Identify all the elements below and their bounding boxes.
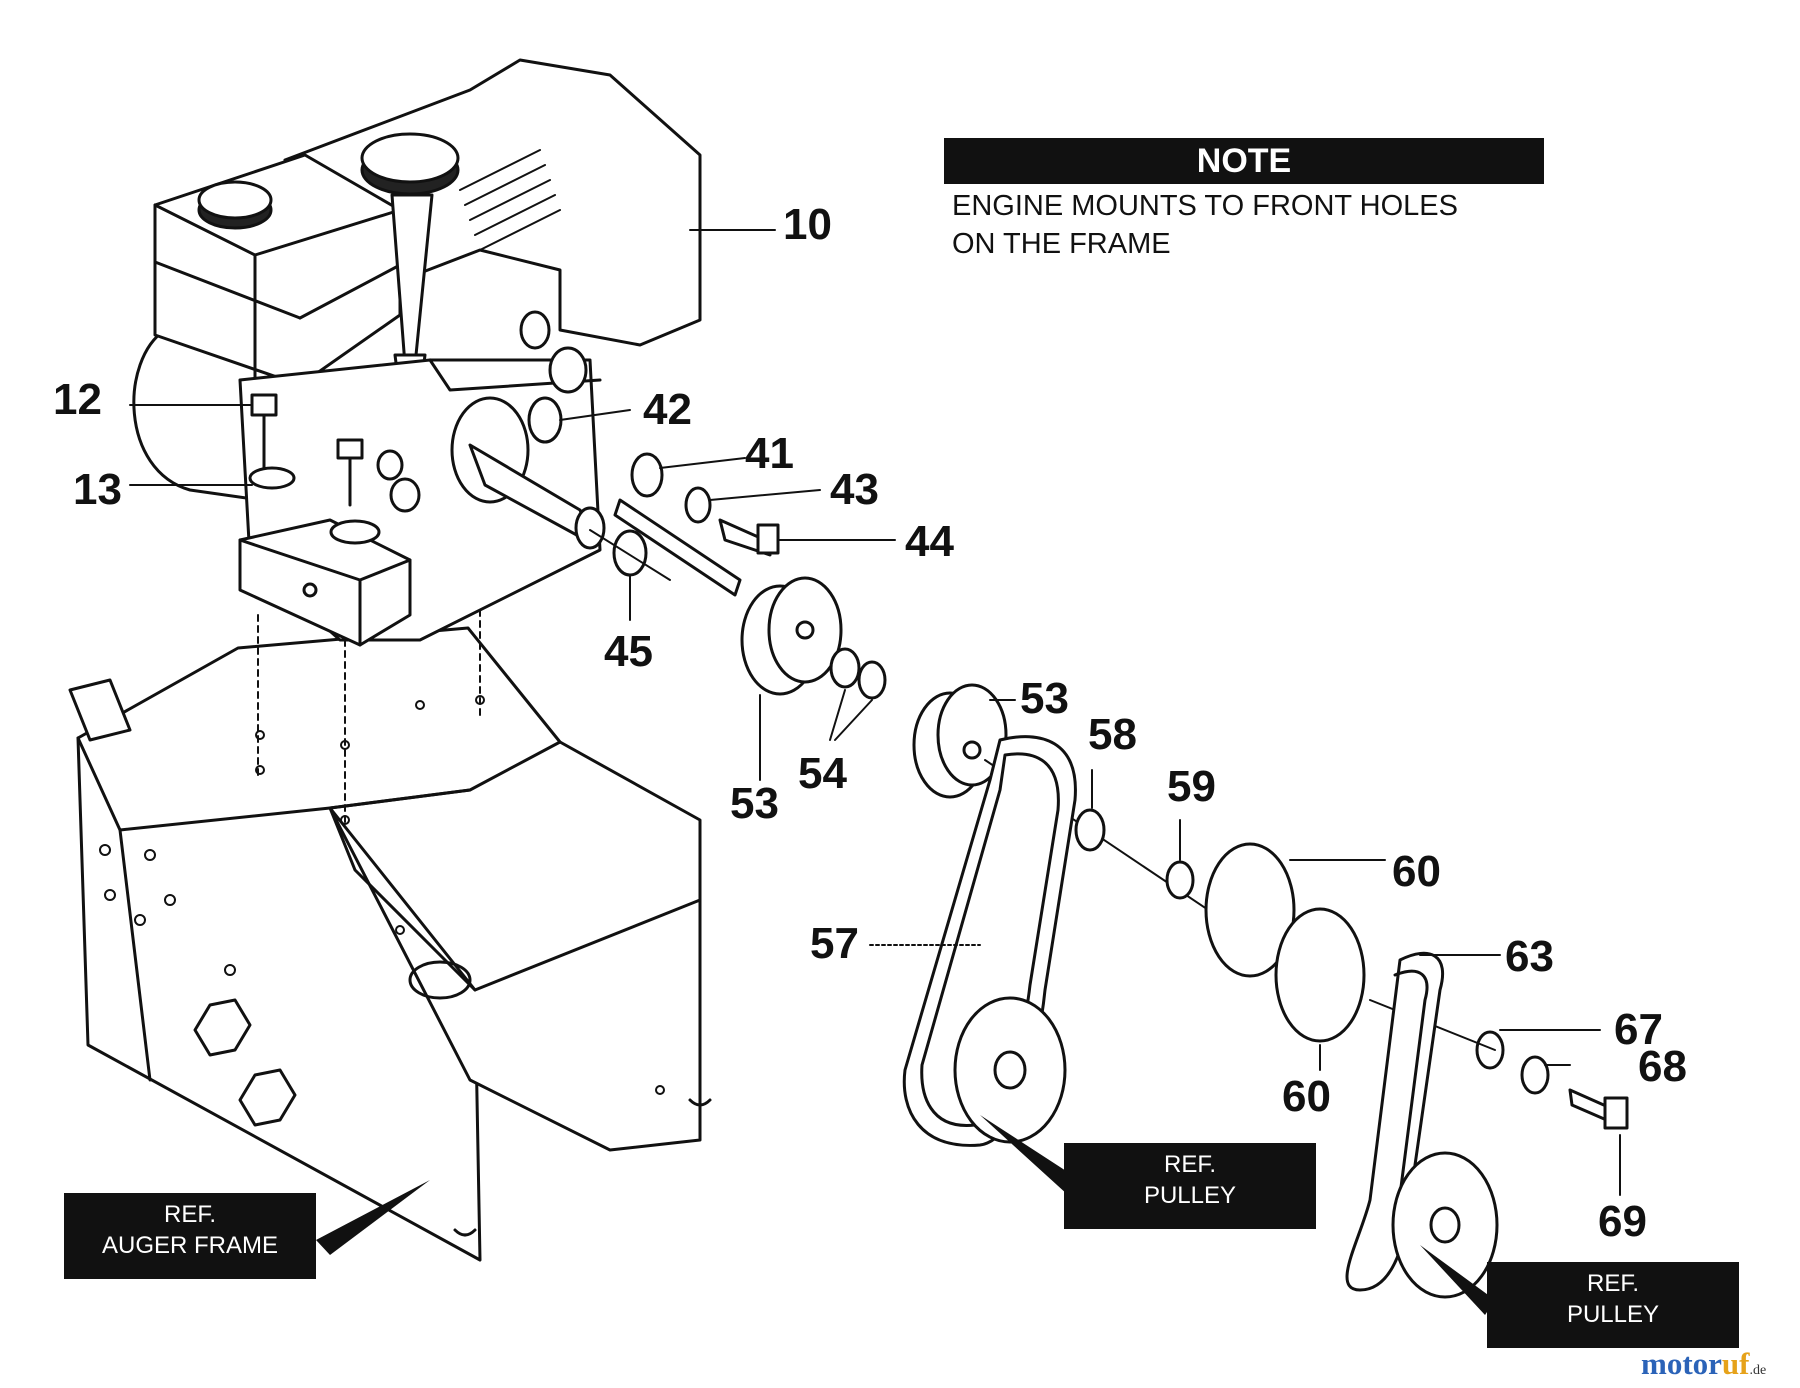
engine — [132, 58, 702, 647]
part-label-69: 69 — [1598, 1197, 1647, 1246]
auger-frame-pointer — [316, 1180, 430, 1255]
part-label-58: 58 — [1088, 710, 1137, 759]
part-label-63: 63 — [1505, 932, 1554, 981]
part-label-60-top: 60 — [1392, 847, 1441, 896]
hardware — [248, 393, 1629, 1130]
part-label-13: 13 — [73, 465, 122, 514]
part-label-43: 43 — [830, 465, 879, 514]
part-label-53-front: 53 — [730, 779, 779, 828]
watermark-logo: motoruf.de — [1641, 1346, 1766, 1382]
belts — [902, 735, 1499, 1299]
note-line-2: ON THE FRAME — [952, 228, 1171, 260]
watermark-main: motor — [1641, 1346, 1722, 1381]
watermark-tld: .de — [1749, 1363, 1767, 1378]
ref-pulley-box-2: REF. PULLEY — [1487, 1262, 1739, 1348]
leader-lines — [129, 229, 1621, 1196]
note-line-1: ENGINE MOUNTS TO FRONT HOLES — [952, 190, 1458, 222]
part-label-10: 10 — [783, 200, 832, 249]
part-label-59: 59 — [1167, 762, 1216, 811]
pulley-1-pointer — [980, 1115, 1080, 1195]
ref-pulley-box-1: REF. PULLEY — [1064, 1143, 1316, 1229]
part-label-54: 54 — [798, 749, 847, 798]
part-label-53-rear: 53 — [1020, 674, 1069, 723]
auger-frame — [68, 626, 712, 1262]
ref-pulley-1-line-2: PULLEY — [1143, 1182, 1237, 1209]
part-label-12: 12 — [53, 375, 102, 424]
part-label-60-bottom: 60 — [1282, 1072, 1331, 1121]
part-label-57: 57 — [810, 919, 859, 968]
part-label-68: 68 — [1638, 1042, 1687, 1091]
ref-pulley-2-line-1: REF. — [1586, 1270, 1639, 1297]
part-label-45: 45 — [604, 627, 653, 676]
ref-auger-frame-box: REF. AUGER FRAME — [64, 1193, 316, 1279]
note-header: NOTE — [944, 138, 1544, 184]
part-label-44: 44 — [905, 517, 954, 566]
ref-pulley-2-line-2: PULLEY — [1566, 1301, 1660, 1328]
ref-auger-frame-line-2: AUGER FRAME — [101, 1232, 278, 1259]
pulley-2-pointer — [1420, 1245, 1495, 1315]
part-label-42: 42 — [643, 385, 692, 434]
watermark-accent: uf — [1721, 1346, 1750, 1381]
ref-pulley-1-line-1: REF. — [1163, 1151, 1216, 1178]
ref-pointers — [316, 1115, 1495, 1315]
part-label-41: 41 — [745, 429, 794, 478]
part-label-67: 67 — [1614, 1005, 1663, 1054]
ref-auger-frame-line-1: REF. — [163, 1201, 216, 1228]
